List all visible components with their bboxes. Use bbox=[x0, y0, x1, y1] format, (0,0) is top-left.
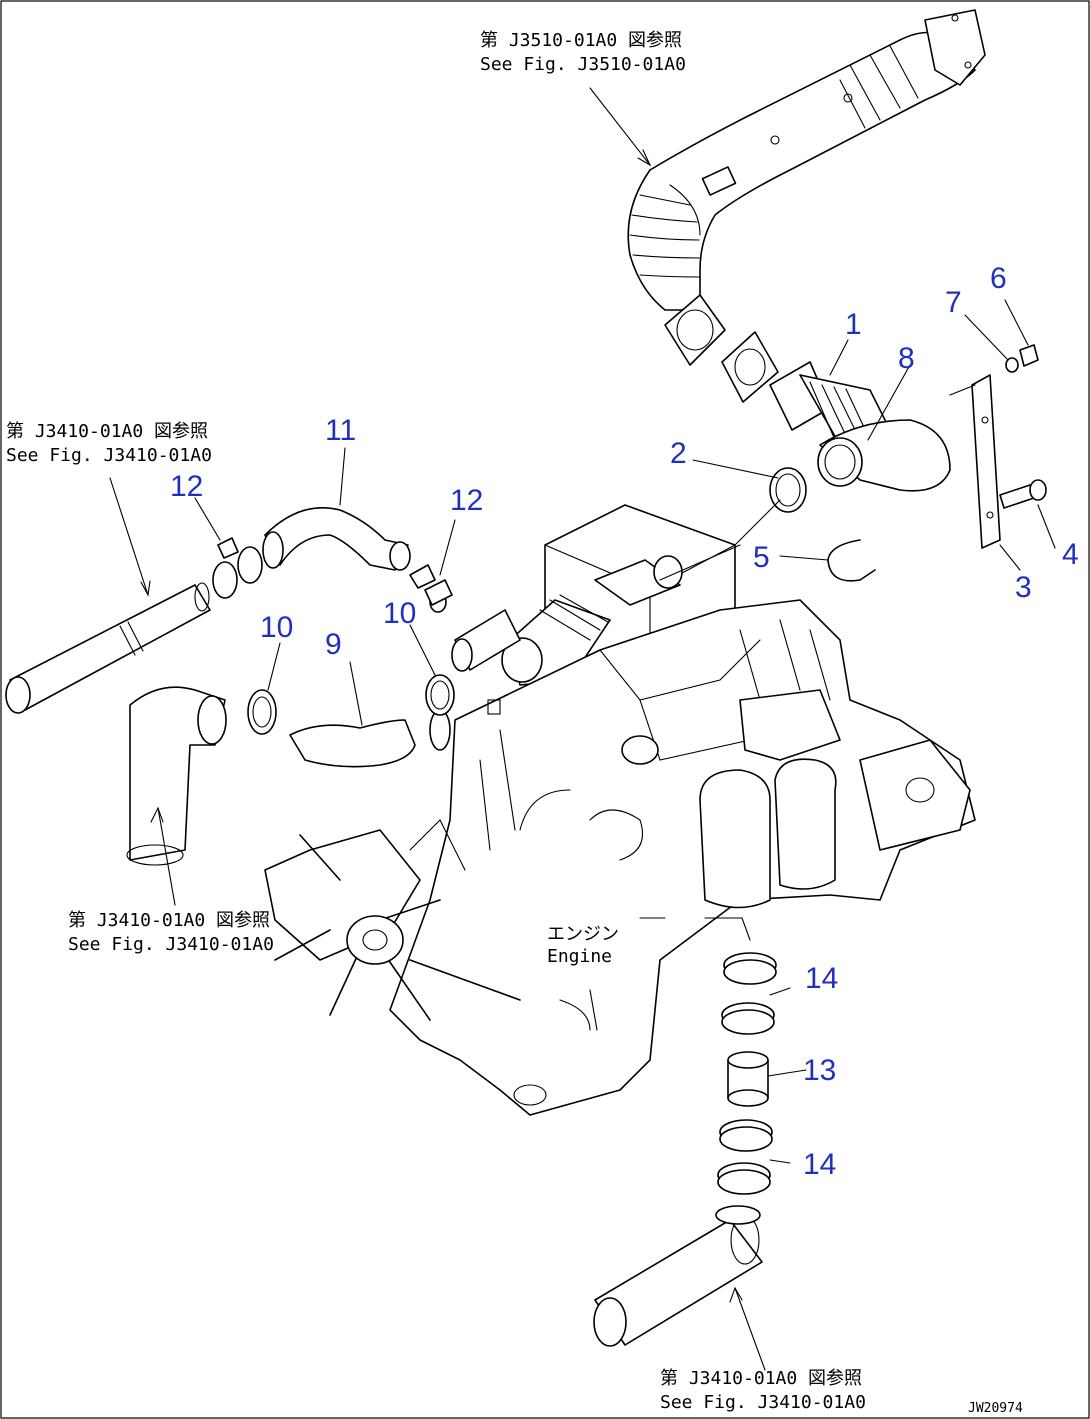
callout-13: 13 bbox=[803, 1054, 836, 1087]
engine-label: エンジン Engine bbox=[547, 924, 619, 967]
reference-jp: 第 J3410-01A0 図参照 bbox=[660, 1368, 862, 1389]
reference-en: See Fig. J3410-01A0 bbox=[68, 934, 274, 955]
upper-intake-duct bbox=[627, 9, 986, 403]
reference-label-bottom: 第 J3410-01A0 図参照 See Fig. J3410-01A0 bbox=[660, 1368, 866, 1413]
callout-6: 6 bbox=[990, 262, 1007, 295]
reference-label-lower-left: 第 J3410-01A0 図参照 See Fig. J3410-01A0 bbox=[68, 910, 274, 955]
reference-jp: 第 J3410-01A0 図参照 bbox=[68, 910, 270, 931]
reference-jp: 第 J3510-01A0 図参照 bbox=[480, 30, 682, 51]
cooling-fan bbox=[264, 819, 521, 1021]
lower-left-elbow-pipe bbox=[126, 686, 227, 866]
reference-en: See Fig. J3510-01A0 bbox=[480, 54, 686, 75]
callout-1: 1 bbox=[845, 308, 862, 341]
engine-block bbox=[389, 599, 976, 1116]
callout-7: 7 bbox=[945, 286, 962, 319]
clamp-part-12-right bbox=[409, 564, 453, 613]
part-callouts: 1 2 3 4 5 6 7 8 9 10 10 11 12 12 13 14 1… bbox=[170, 262, 1079, 1181]
hose-part-11 bbox=[262, 507, 411, 571]
bolt-part-4 bbox=[999, 479, 1047, 509]
callout-8: 8 bbox=[898, 342, 915, 375]
callout-9: 9 bbox=[325, 628, 342, 661]
callout-3: 3 bbox=[1015, 571, 1032, 604]
bracket-part-3 bbox=[949, 374, 1001, 549]
callout-11: 11 bbox=[325, 414, 356, 447]
callout-10-left: 10 bbox=[260, 611, 293, 644]
reference-label-left: 第 J3410-01A0 図参照 See Fig. J3410-01A0 bbox=[6, 421, 212, 466]
clamp-part-10-right bbox=[425, 674, 455, 716]
callout-10-right: 10 bbox=[383, 597, 416, 630]
clamps-part-14-upper bbox=[721, 952, 777, 1035]
callout-2: 2 bbox=[670, 437, 687, 470]
callout-4: 4 bbox=[1062, 538, 1079, 571]
hose-part-9 bbox=[289, 719, 416, 768]
washer-part-7 bbox=[1005, 357, 1019, 373]
air-cleaner-outlet-pipe bbox=[451, 609, 521, 672]
nut-part-6 bbox=[1019, 344, 1039, 367]
left-intake-pipe bbox=[5, 582, 211, 714]
clamps-part-14-lower bbox=[717, 1119, 773, 1195]
reference-label-upper: 第 J3510-01A0 図参照 See Fig. J3510-01A0 bbox=[480, 30, 686, 75]
reference-en: See Fig. J3410-01A0 bbox=[6, 445, 212, 466]
callout-12-right: 12 bbox=[450, 484, 483, 517]
lower-pipe bbox=[593, 1205, 763, 1347]
clamp-part-12-left bbox=[212, 537, 263, 599]
engine-label-jp: エンジン bbox=[547, 924, 619, 945]
clamp-part-10-left bbox=[247, 689, 277, 735]
flex-hose-part-1 bbox=[769, 361, 896, 446]
reference-en: See Fig. J3410-01A0 bbox=[660, 1392, 866, 1413]
callout-5: 5 bbox=[753, 541, 770, 574]
callout-14-upper: 14 bbox=[805, 962, 838, 995]
reference-jp: 第 J3410-01A0 図参照 bbox=[6, 421, 208, 442]
band-part-5 bbox=[827, 539, 876, 582]
elbow-part-8 bbox=[817, 419, 951, 492]
engine-label-en: Engine bbox=[547, 946, 612, 967]
hose-part-13 bbox=[727, 1051, 769, 1107]
leader-lines bbox=[109, 87, 1056, 1371]
clamp-part-2 bbox=[769, 467, 807, 513]
callout-14-lower: 14 bbox=[803, 1148, 836, 1181]
callout-12-left: 12 bbox=[170, 470, 203, 503]
drawing-code: JW20974 bbox=[968, 1401, 1023, 1416]
